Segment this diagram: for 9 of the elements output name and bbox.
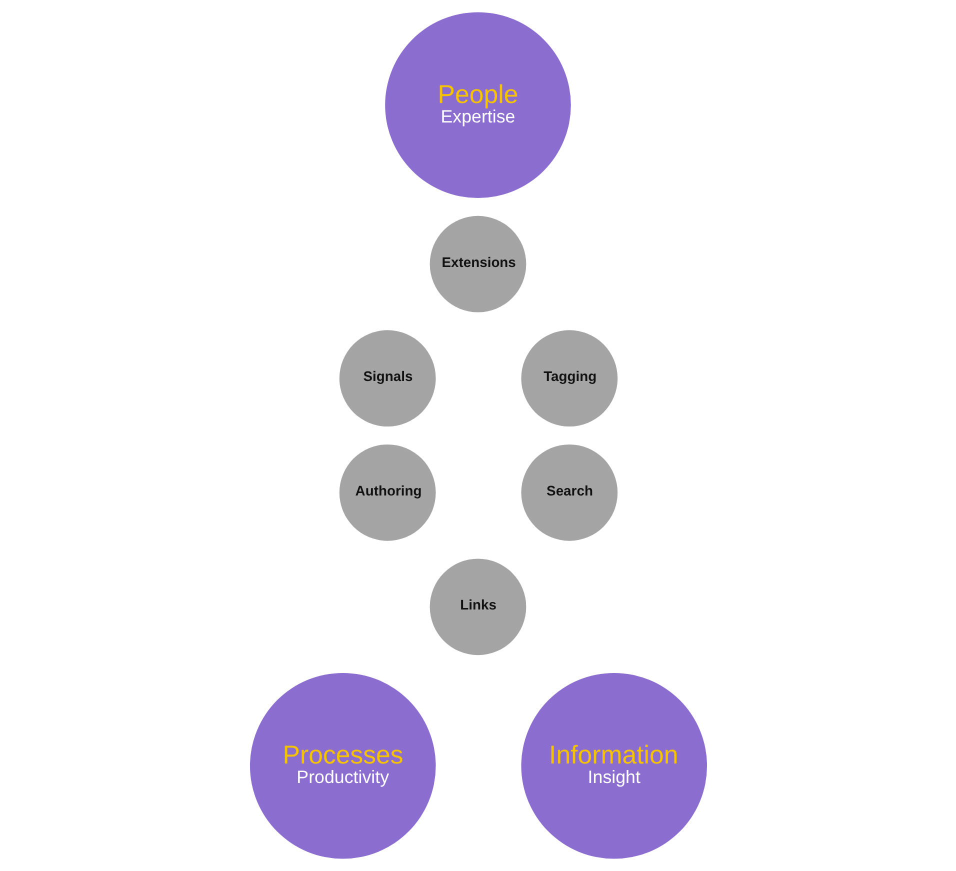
node-circle: Information Insight (520, 672, 707, 859)
node-circle: Search (520, 444, 618, 541)
node-circle: Signals (338, 330, 436, 427)
node-circle: People Expertise (384, 12, 570, 198)
node-circle: Processes Productivity (249, 672, 436, 859)
node-circle: Tagging (520, 330, 618, 427)
node-circle: Extensions (429, 216, 526, 312)
node-circle: Authoring (338, 444, 436, 541)
node-circle: Links (429, 558, 526, 656)
